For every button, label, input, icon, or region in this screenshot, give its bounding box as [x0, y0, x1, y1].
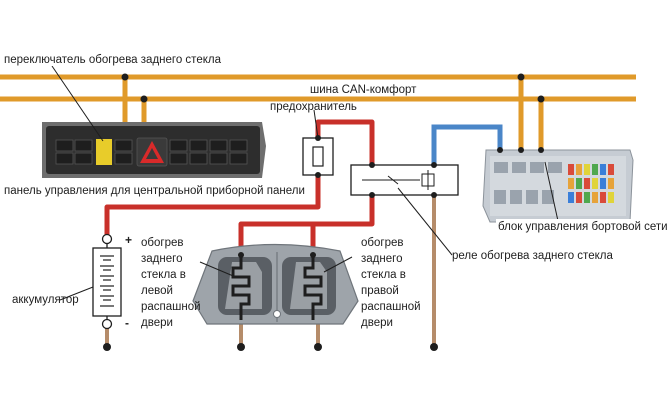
- pointer-right-heater: [323, 256, 353, 273]
- heater-left-line: левой: [141, 285, 173, 297]
- label-fuse: предохранитель: [270, 101, 357, 113]
- pointer-control-unit: [544, 161, 559, 222]
- center-console-panel: [42, 122, 266, 178]
- heater-right-line: двери: [361, 317, 393, 329]
- label-can-bus: шина CAN-комфорт: [310, 84, 417, 96]
- fuse: [302, 135, 334, 178]
- pointer-relay: [397, 187, 453, 256]
- pointer-fuse: [313, 109, 319, 139]
- relay: [350, 162, 459, 198]
- wire-to-left-heater: [238, 221, 313, 255]
- power-wiring: [104, 119, 375, 255]
- label-battery: аккумулятор: [12, 294, 79, 306]
- pointer-battery: [59, 286, 94, 301]
- can-bus: [0, 73, 636, 150]
- rear-defrost-switch: [96, 139, 112, 165]
- rear-doors: [192, 243, 359, 325]
- label-switch: переключатель обогрева заднего стекла: [4, 54, 222, 66]
- heater-left-line: обогрев: [141, 237, 183, 249]
- heater-right-line: правой: [361, 285, 399, 297]
- heater-left-line: стекла в: [141, 269, 186, 281]
- wire-fuse-to-relay: [315, 119, 375, 165]
- ground-terminals: [103, 343, 438, 351]
- battery-plus-sign: +: [125, 233, 132, 247]
- label-heater-left: обогрев заднего стекла в левой распашной…: [141, 237, 201, 329]
- onboard-control-unit: [482, 147, 634, 223]
- heater-left-line: заднего: [141, 253, 182, 265]
- label-panel: панель управления для центральной прибор…: [4, 185, 305, 197]
- heater-right-line: распашной: [361, 301, 421, 313]
- pointer-switch: [51, 65, 104, 142]
- wire-control-unit-to-relay: [431, 124, 503, 165]
- heater-left-line: двери: [141, 317, 173, 329]
- heater-left-line: распашной: [141, 301, 201, 313]
- pointer-left-heater: [199, 261, 239, 279]
- heater-right-line: обогрев: [361, 237, 403, 249]
- left-heater-element: [231, 255, 251, 320]
- right-heater-element: [303, 255, 323, 320]
- label-control-unit: блок управления бортовой сети: [498, 221, 668, 233]
- heater-right-line: стекла в: [361, 269, 406, 281]
- wire-relay-to-heaters: [310, 195, 375, 255]
- battery: [92, 233, 122, 330]
- battery-minus-sign: -: [125, 316, 129, 330]
- heater-right-line: заднего: [361, 253, 402, 265]
- label-relay: реле обогрева заднего стекла: [452, 250, 613, 262]
- label-heater-right: обогрев заднего стекла в правой распашно…: [361, 237, 421, 329]
- wire-battery-to-fuse: [104, 175, 321, 236]
